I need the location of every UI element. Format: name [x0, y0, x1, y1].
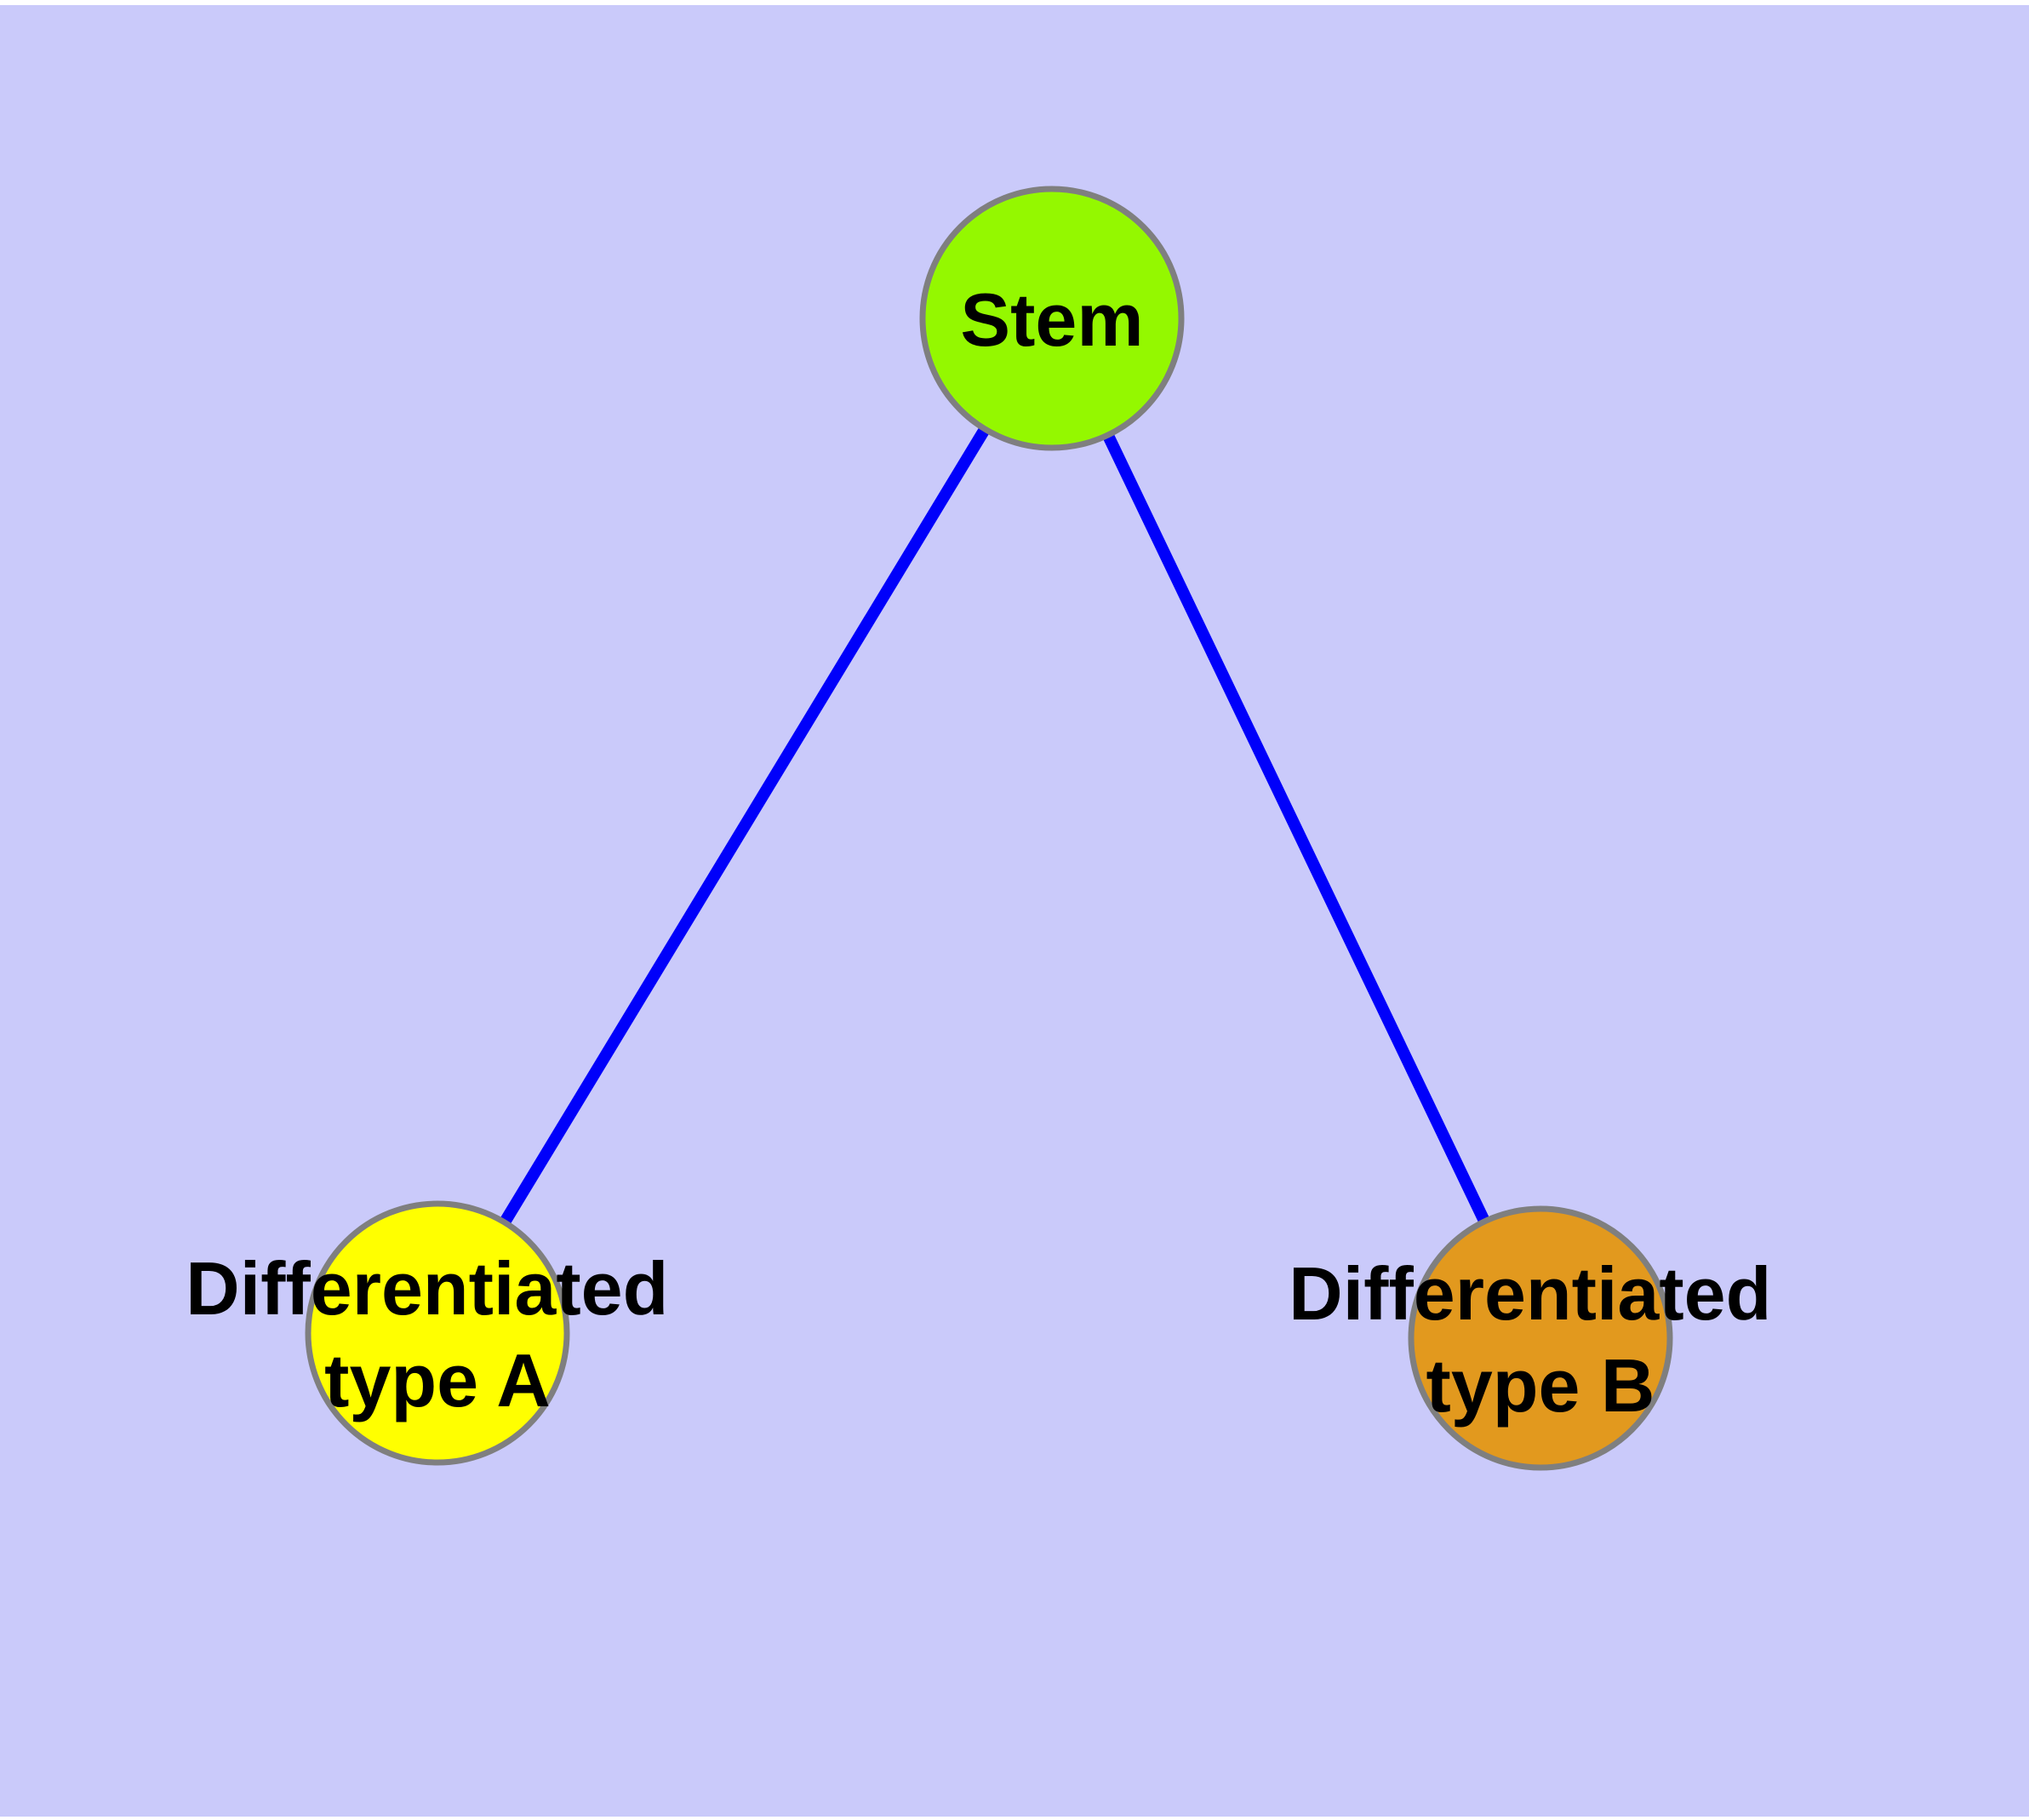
node-stem-circle	[919, 186, 1185, 451]
node-type-b-circle	[1408, 1205, 1673, 1471]
node-type-a-circle	[305, 1200, 570, 1466]
node-type-a-label-line1: Differentiated	[186, 1246, 668, 1331]
edge-stem-to-type-b	[1046, 315, 1546, 1342]
edge-stem-to-type-a	[432, 315, 1057, 1336]
node-type-a-label: Differentiated type A	[186, 1246, 689, 1422]
node-stem-label-line1: Stem	[960, 278, 1143, 362]
node-type-b-label-line2: type B	[1426, 1343, 1655, 1428]
node-type-b-label: Differentiated type B	[1289, 1251, 1792, 1428]
node-stem-label: Stem	[960, 278, 1143, 362]
node-type-a-label-line2: type A	[324, 1338, 551, 1422]
node-type-b-label-line1: Differentiated	[1289, 1251, 1771, 1336]
